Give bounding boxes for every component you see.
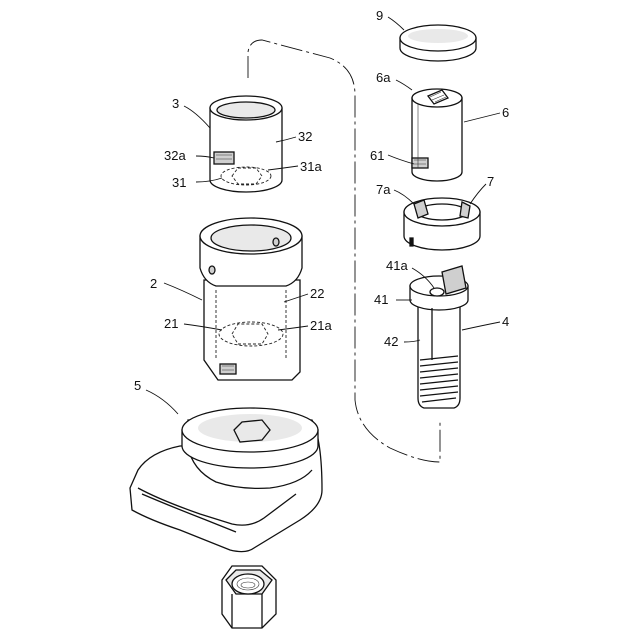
leader-61 — [388, 155, 414, 164]
label-ref-32a: 32a — [164, 148, 186, 163]
label-ref-21a: 21a — [310, 318, 332, 333]
label-ref-32: 32 — [298, 129, 312, 144]
label-ref-7a: 7a — [376, 182, 391, 197]
label-part-5: 5 — [134, 378, 141, 393]
label-ref-42: 42 — [384, 334, 398, 349]
label-part-4: 4 — [502, 314, 509, 329]
label-ref-41: 41 — [374, 292, 388, 307]
hex-nut — [222, 566, 276, 628]
label-part-9: 9 — [376, 8, 383, 23]
label-ref-31: 31 — [172, 175, 186, 190]
label-part-7: 7 — [487, 174, 494, 189]
housing-part-2 — [200, 218, 302, 380]
label-part-3: 3 — [172, 96, 179, 111]
collar-part-7 — [404, 198, 480, 250]
label-ref-61: 61 — [370, 148, 384, 163]
inner-cup-part-3 — [210, 96, 282, 192]
label-ref-6a: 6a — [376, 70, 391, 85]
label-ref-21: 21 — [164, 316, 178, 331]
label-ref-31a: 31a — [300, 159, 322, 174]
leader-4 — [462, 322, 500, 330]
cap-disc-part-9 — [400, 25, 476, 61]
bolt-part-4 — [410, 266, 468, 408]
label-ref-22: 22 — [310, 286, 324, 301]
leader-2 — [164, 283, 202, 300]
sleeve-part-6 — [412, 89, 462, 181]
leader-7 — [470, 184, 486, 204]
leader-7a — [394, 190, 414, 204]
base-part-5 — [130, 408, 322, 552]
label-part-6: 6 — [502, 105, 509, 120]
label-part-2: 2 — [150, 276, 157, 291]
label-ref-41a: 41a — [386, 258, 408, 273]
leader-6a — [396, 80, 412, 90]
leader-6 — [464, 113, 500, 122]
leader-9 — [388, 17, 404, 30]
leader-3 — [184, 106, 210, 128]
leader-5 — [146, 390, 178, 414]
